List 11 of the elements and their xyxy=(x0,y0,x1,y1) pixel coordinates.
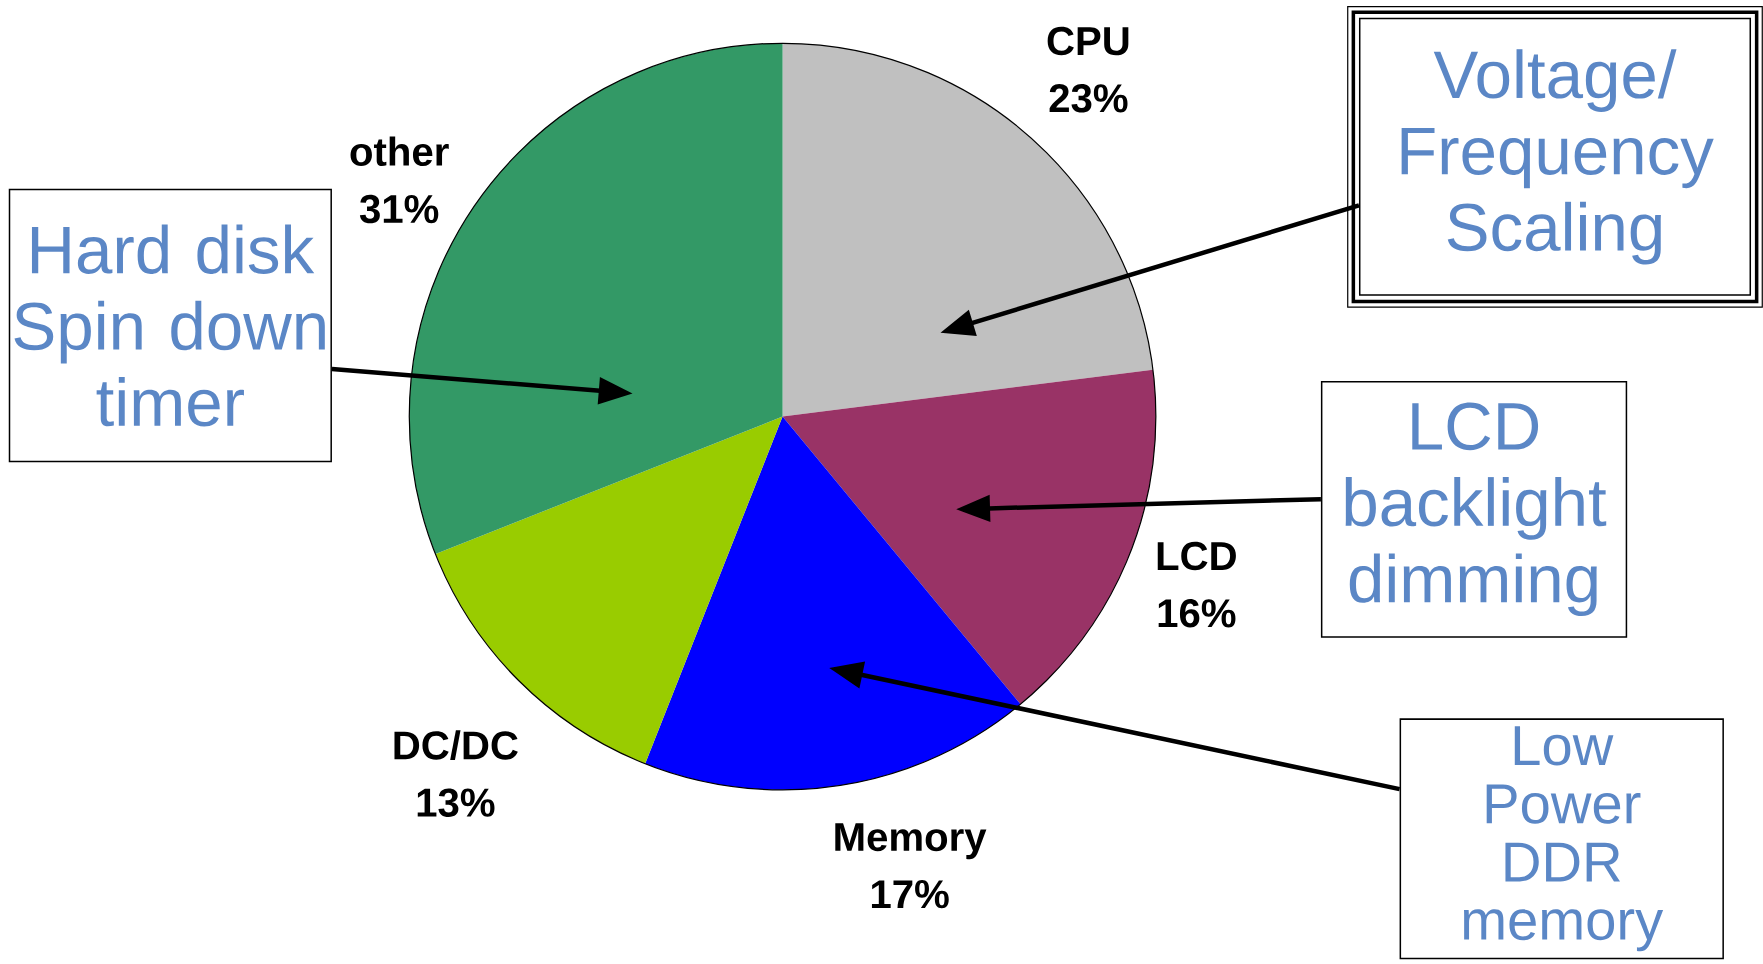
slice-label: LCD 16% xyxy=(1157,542,1236,628)
callout-box: Hard disk Spin down timer xyxy=(8,188,332,463)
callout-box: Voltage/ Frequency Scaling xyxy=(1347,6,1763,308)
slice-label: CPU 23% xyxy=(1047,27,1129,113)
slice-label: DC/DC 13% xyxy=(394,730,518,818)
pie-slice xyxy=(645,416,1021,791)
slice-label: other 31% xyxy=(350,136,449,224)
slice-label: Memory 17% xyxy=(835,823,987,909)
callout-box: LCD backlight dimming xyxy=(1320,381,1628,638)
callout-box: Low Power DDR memory xyxy=(1399,718,1724,960)
pie-slice xyxy=(782,370,1156,705)
